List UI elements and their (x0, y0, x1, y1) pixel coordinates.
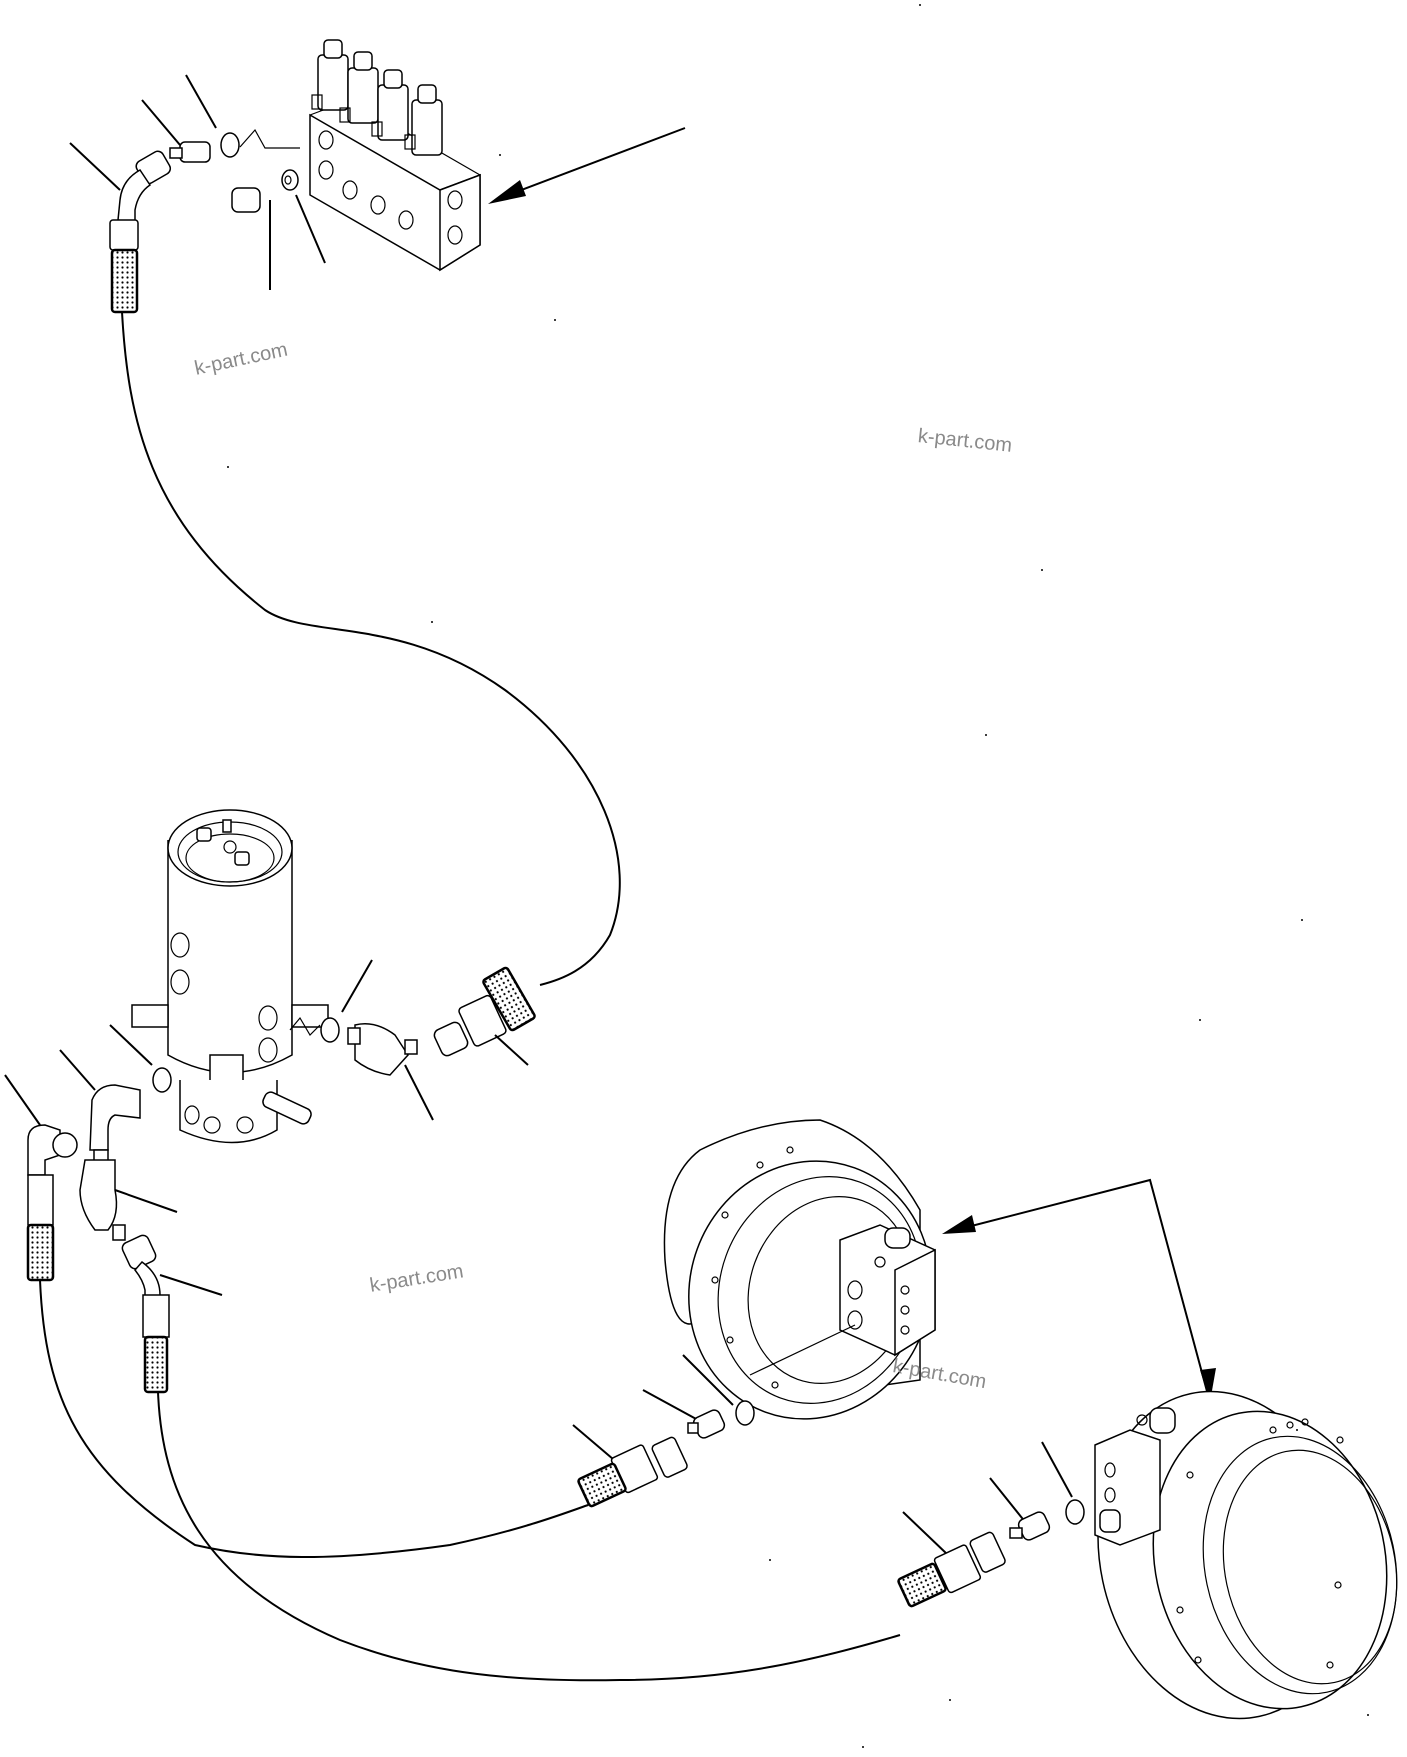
right-motor-fittings (897, 1441, 1085, 1608)
swivel-left-fittings (4, 1024, 223, 1394)
travel-motor-left (663, 1119, 936, 1420)
hose-lower-left (39, 1279, 589, 1559)
swivel-right-fittings (289, 959, 536, 1121)
arrow-to-motors (942, 1178, 1216, 1402)
stray-dots (227, 4, 1369, 1748)
upper-fittings (69, 74, 326, 314)
hose-upper (121, 311, 621, 986)
solenoid-valve-block (309, 39, 481, 272)
swivel-joint (131, 809, 329, 1144)
arrow-to-valve-block (488, 127, 686, 204)
travel-motor-right (1094, 1390, 1398, 1720)
hose-lower-right (157, 1391, 901, 1682)
middle-motor-fittings (572, 1354, 755, 1508)
